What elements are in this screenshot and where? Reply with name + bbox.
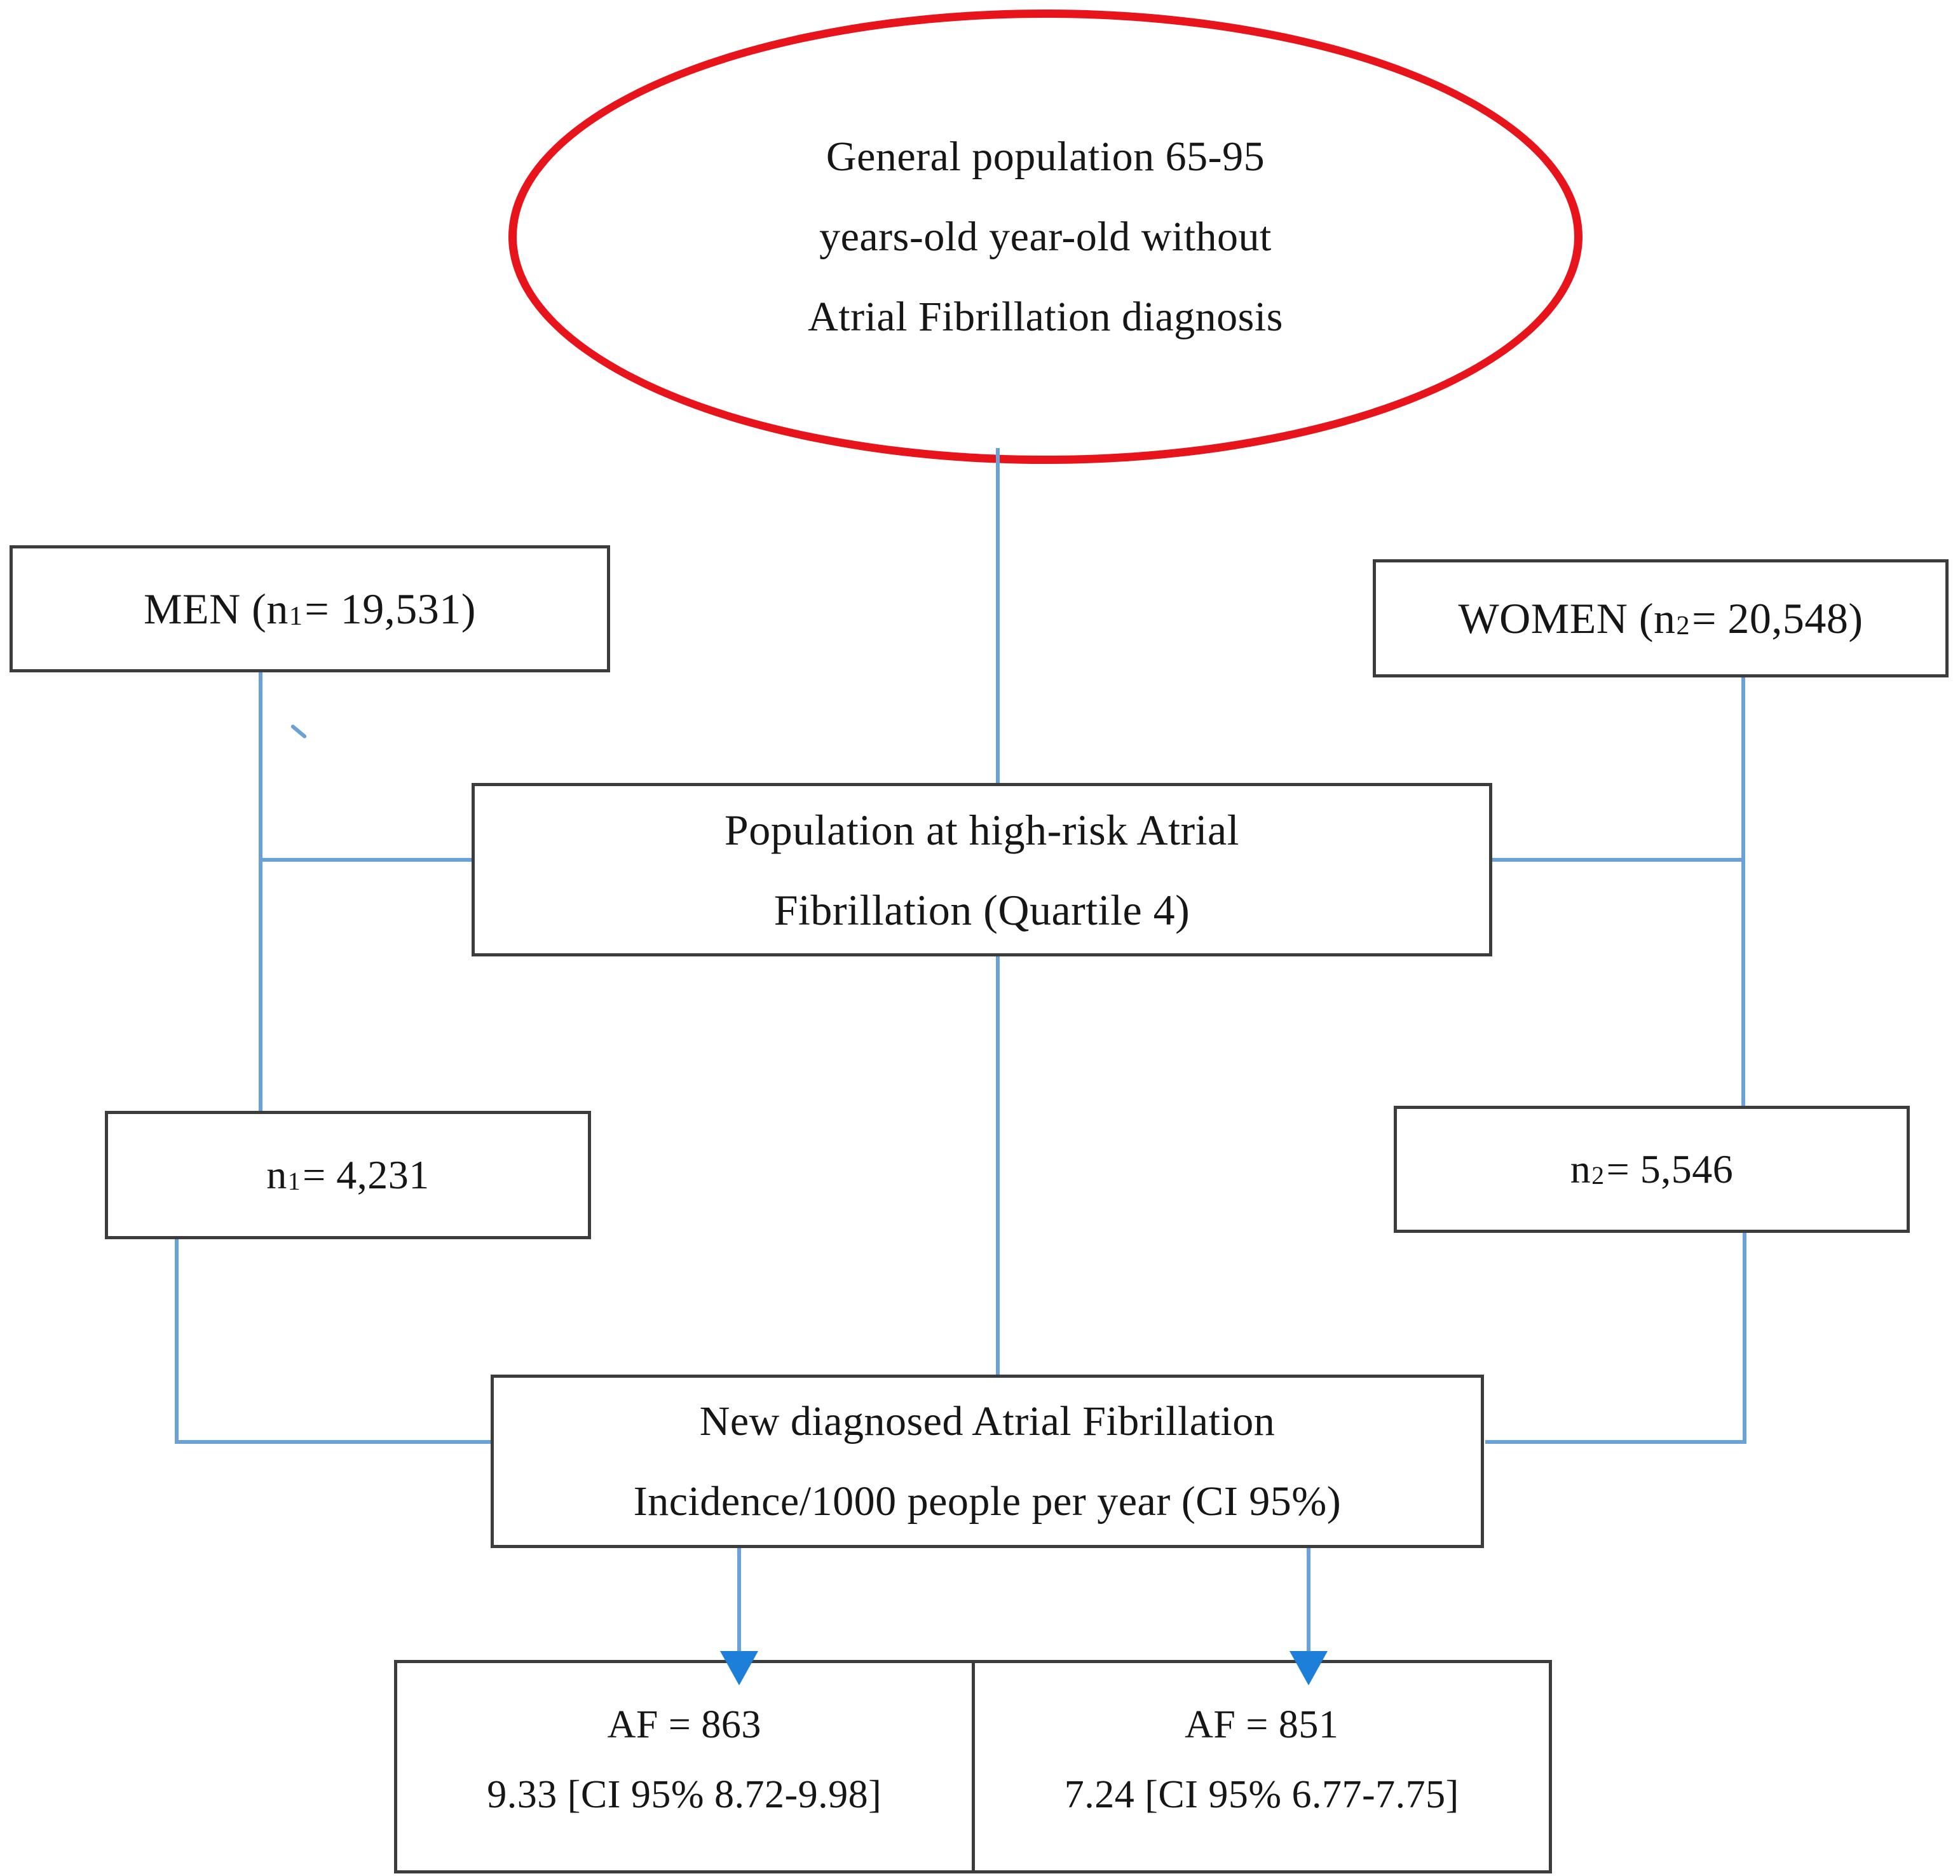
women-subscript: 2 [1676, 610, 1691, 641]
ellipse-text-line: years-old year-old without [819, 213, 1272, 260]
high-risk-text-line: Fibrillation (Quartile 4) [773, 885, 1190, 934]
connector-n2-to-incidence [1485, 1440, 1746, 1444]
arrow-men-head-icon [720, 1651, 758, 1685]
men-box: MEN (n1= 19,531) [10, 545, 610, 672]
connector-men-to-highrisk [259, 858, 475, 862]
connector-n2-down [1743, 1233, 1746, 1444]
connector-men-down [259, 672, 262, 1112]
connector-ellipse-to-highrisk [996, 448, 1000, 785]
n2-subscript: 2 [1591, 1161, 1605, 1190]
men-subscript: 1 [289, 601, 303, 631]
n1-subscript: 1 [287, 1167, 301, 1195]
men-box-label: MEN (n1= 19,531) [144, 585, 476, 633]
result-cell-men: AF = 863 9.33 [CI 95% 8.72-9.98] [397, 1663, 975, 1870]
high-risk-text-line: Population at high-risk Atrial [724, 805, 1240, 854]
connector-n1-to-incidence [175, 1440, 493, 1444]
arrow-women-shaft [1307, 1548, 1310, 1657]
incidence-box: New diagnosed Atrial Fibrillation Incide… [491, 1375, 1484, 1548]
connector-women-down [1741, 677, 1745, 1107]
connector-highrisk-to-incidence [996, 956, 1000, 1376]
n2-box: n2= 5,546 [1394, 1106, 1910, 1233]
n1-box: n1= 4,231 [105, 1111, 591, 1239]
af-men-incidence: 9.33 [CI 95% 8.72-9.98] [487, 1773, 882, 1816]
women-box-label: WOMEN (n2= 20,548) [1458, 594, 1863, 642]
af-men-count: AF = 863 [607, 1703, 761, 1746]
arrow-women-head-icon [1290, 1651, 1328, 1685]
arrow-men-shaft [737, 1548, 741, 1657]
n1-box-label: n1= 4,231 [266, 1152, 430, 1197]
connector-n1-down [175, 1239, 179, 1444]
incidence-text-line: New diagnosed Atrial Fibrillation [699, 1397, 1276, 1444]
stray-tick-mark [290, 724, 308, 739]
incidence-text-line: Incidence/1000 people per year (CI 95%) [633, 1478, 1342, 1525]
results-table: AF = 863 9.33 [CI 95% 8.72-9.98] AF = 85… [394, 1660, 1552, 1873]
connector-highrisk-to-women [1492, 858, 1745, 862]
women-box: WOMEN (n2= 20,548) [1373, 559, 1949, 677]
high-risk-box: Population at high-risk Atrial Fibrillat… [472, 783, 1492, 956]
result-cell-women: AF = 851 7.24 [CI 95% 6.77-7.75] [975, 1663, 1549, 1870]
n2-box-label: n2= 5,546 [1570, 1146, 1734, 1192]
general-population-ellipse: General population 65-95 years-old year-… [508, 10, 1582, 464]
ellipse-text-line: Atrial Fibrillation diagnosis [808, 293, 1283, 340]
ellipse-text-line: General population 65-95 [826, 133, 1265, 180]
af-women-incidence: 7.24 [CI 95% 6.77-7.75] [1064, 1773, 1459, 1816]
af-women-count: AF = 851 [1185, 1703, 1339, 1746]
